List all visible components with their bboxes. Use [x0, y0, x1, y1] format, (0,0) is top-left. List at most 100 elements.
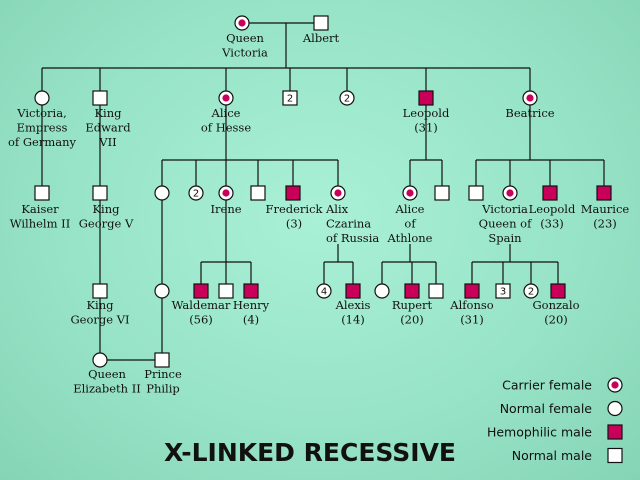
label-line: Irene — [210, 202, 241, 216]
symbol-henry — [243, 283, 259, 299]
symbol-victoria-eugenie — [502, 185, 518, 201]
label-line: Leopold — [403, 106, 450, 120]
symbol-three-males — [495, 283, 511, 299]
label-line: Frederick — [265, 202, 323, 216]
label-leopold: Leopold(31) — [403, 106, 450, 135]
label-line: Rupert — [392, 298, 433, 312]
label-alexis: Alexis(14) — [335, 298, 371, 327]
label-line: King — [92, 202, 120, 216]
symbol-two-males — [282, 90, 298, 106]
symbol-alexis — [345, 283, 361, 299]
symbol-alice-of-hesse — [218, 90, 234, 106]
label-beatrice: Beatrice — [505, 106, 554, 120]
label-gonzalo: Gonzalo(20) — [532, 298, 579, 327]
label-line: (56) — [189, 313, 213, 327]
label-line: of Hesse — [201, 121, 251, 135]
label-line: Gonzalo — [532, 298, 579, 312]
label-line: (14) — [341, 313, 365, 327]
symbol-hesse-gen3-female — [154, 283, 170, 299]
legend-label: Carrier female — [502, 378, 592, 393]
symbol-alice-of-athlone — [402, 185, 418, 201]
label-irene: Irene — [210, 202, 241, 216]
symbol-four-females — [316, 283, 332, 299]
symbol-george-vi — [92, 283, 108, 299]
symbol-queen-victoria — [234, 15, 250, 31]
symbol-alix — [330, 185, 346, 201]
symbol-maurice — [596, 185, 612, 201]
label-line: George V — [79, 217, 134, 231]
legend-label: Normal female — [500, 401, 593, 416]
label-line: Edward — [85, 121, 131, 135]
label-line: Queen — [226, 31, 264, 45]
symbol-irene-son — [218, 283, 234, 299]
legend-symbol-hemophilic-male — [607, 424, 623, 440]
symbol-waldemar — [193, 283, 209, 299]
symbol-edward-vii — [92, 90, 108, 106]
label-maurice: Maurice(23) — [581, 202, 630, 231]
sibling-count: 2 — [193, 189, 199, 200]
label-line: Victoria — [221, 46, 268, 60]
symbol-athlone-brother — [434, 185, 450, 201]
symbol-spain-two-females — [523, 283, 539, 299]
legend-label: Normal male — [512, 448, 593, 463]
label-line: Alexis — [335, 298, 371, 312]
symbol-beatrice — [522, 90, 538, 106]
label-line: Philip — [146, 382, 180, 396]
label-line: VII — [98, 135, 116, 149]
label-line: Kaiser — [21, 202, 59, 216]
label-line: Victoria, — [16, 106, 66, 120]
legend-symbol-normal-male — [607, 447, 623, 464]
label-rupert: Rupert(20) — [392, 298, 433, 327]
symbol-victoria-empress — [34, 90, 50, 106]
label-line: (31) — [414, 121, 438, 135]
label-frederick: Frederick(3) — [265, 202, 323, 231]
symbol-athlone-son — [428, 283, 444, 299]
symbol-kaiser-wilhelm — [34, 185, 50, 201]
symbol-beatrice-son — [468, 185, 484, 201]
symbol-rupert — [404, 283, 420, 299]
label-line: Beatrice — [505, 106, 554, 120]
label-line: King — [94, 106, 122, 120]
label-line: (20) — [400, 313, 424, 327]
label-line: Alix — [325, 202, 349, 216]
label-line: Czarina — [326, 217, 371, 231]
legend-symbol-normal-female — [607, 400, 623, 417]
label-line: Waldemar — [172, 298, 231, 312]
label-line: of Russia — [326, 231, 379, 245]
legend-symbol-carrier-female — [607, 377, 623, 393]
label-line: Victoria — [481, 202, 528, 216]
pedigree-lines — [41, 22, 605, 361]
symbol-hesse-son — [250, 185, 266, 201]
label-line: of Germany — [8, 135, 76, 149]
label-line: Alfonso — [449, 298, 493, 312]
label-line: (33) — [540, 217, 564, 231]
label-line: Prince — [144, 367, 182, 381]
label-line: Alice — [211, 106, 241, 120]
label-line: Alice — [395, 202, 425, 216]
label-line: (23) — [593, 217, 617, 231]
symbol-hesse-two-females — [188, 185, 204, 201]
label-henry: Henry(4) — [233, 298, 270, 327]
symbol-gonzalo — [550, 283, 566, 299]
symbol-frederick — [285, 185, 301, 201]
label-line: King — [86, 298, 114, 312]
legend-label: Hemophilic male — [487, 425, 592, 440]
symbol-leopold-33 — [542, 185, 558, 201]
sibling-count: 2 — [287, 94, 293, 105]
symbol-elizabeth-ii — [92, 352, 108, 368]
symbol-prince-philip — [154, 352, 170, 368]
label-line: Leopold — [529, 202, 576, 216]
diagram-title: X-LINKED RECESSIVE — [164, 438, 456, 467]
label-line: Empress — [17, 121, 68, 135]
